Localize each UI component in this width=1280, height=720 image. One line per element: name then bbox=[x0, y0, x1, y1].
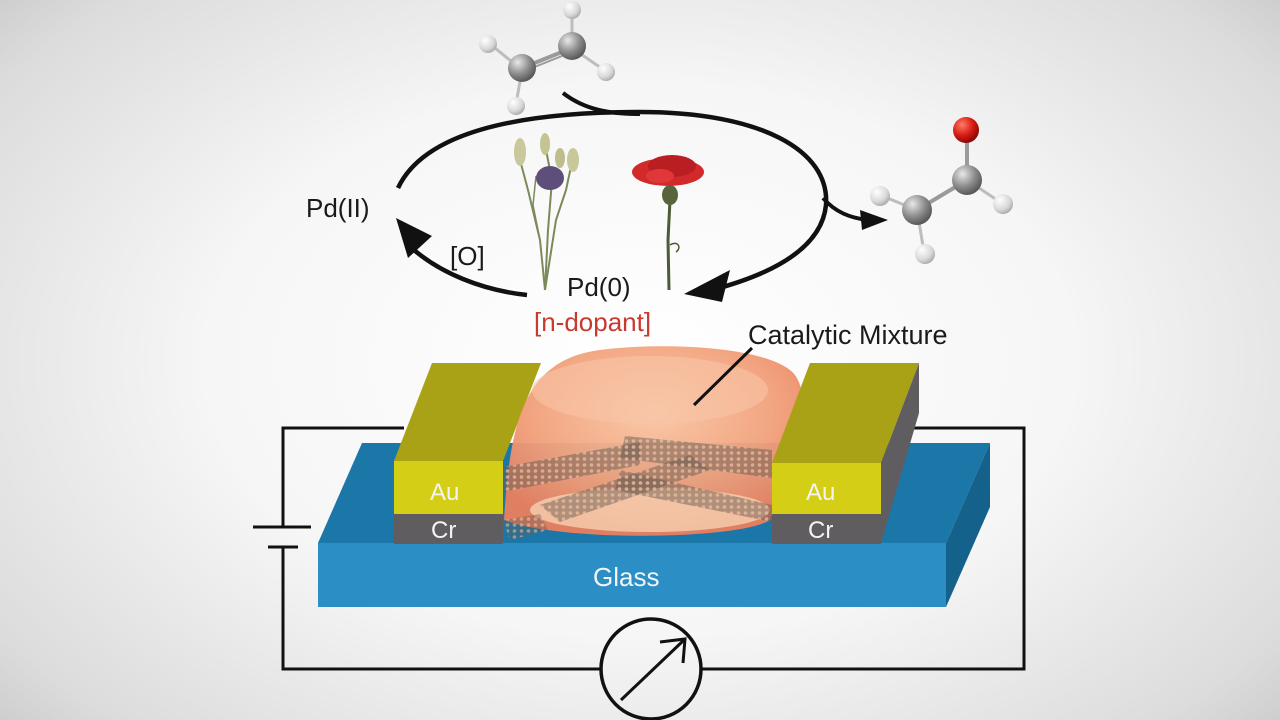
label-cr-right: Cr bbox=[808, 517, 833, 544]
label-au-right: Au bbox=[806, 479, 835, 506]
carbon-atom bbox=[902, 195, 932, 225]
callout-line bbox=[692, 346, 754, 407]
label-pd2: Pd(II) bbox=[306, 193, 370, 223]
battery-symbol bbox=[253, 525, 311, 549]
label-pd0: Pd(0) bbox=[567, 272, 631, 302]
hydrogen-atom bbox=[915, 244, 935, 264]
hydrogen-atom bbox=[507, 97, 525, 115]
red-carnation bbox=[632, 155, 704, 291]
label-oxidant: [O] bbox=[450, 241, 485, 271]
left-electrode bbox=[394, 363, 541, 544]
hydrogen-atom bbox=[597, 63, 615, 81]
arrow-head-to-pd0 bbox=[684, 270, 730, 302]
hydrogen-atom bbox=[993, 194, 1013, 214]
label-au-left: Au bbox=[430, 479, 459, 506]
carbon-atom bbox=[558, 32, 586, 60]
label-glass: Glass bbox=[593, 562, 659, 592]
acetaldehyde-molecule bbox=[870, 117, 1013, 264]
meter-symbol bbox=[599, 617, 703, 720]
label-cr-left: Cr bbox=[431, 517, 456, 544]
circuit-wires bbox=[281, 426, 1026, 671]
cycle-arc-upper bbox=[395, 109, 829, 293]
carbon-nanotube-network bbox=[503, 436, 772, 540]
right-electrode bbox=[772, 363, 919, 544]
hydrogen-atom bbox=[479, 35, 497, 53]
hydrogen-atom bbox=[870, 186, 890, 206]
purple-flower bbox=[536, 166, 564, 190]
label-catalytic-mixture: Catalytic Mixture bbox=[748, 320, 948, 350]
catalytic-cycle bbox=[395, 91, 888, 302]
product-arrow-head bbox=[860, 210, 888, 230]
hydrogen-atom bbox=[563, 1, 581, 19]
ethylene-molecule bbox=[479, 1, 615, 115]
carbon-atom bbox=[952, 165, 982, 195]
cycle-arc-lower bbox=[412, 248, 528, 298]
flowers-stems bbox=[514, 133, 579, 291]
carbon-atom bbox=[508, 54, 536, 82]
label-n-dopant: [n-dopant] bbox=[534, 307, 651, 337]
reactant-arrow bbox=[561, 91, 641, 116]
arrow-head-to-pd2 bbox=[396, 218, 432, 258]
oxygen-atom bbox=[953, 117, 979, 143]
